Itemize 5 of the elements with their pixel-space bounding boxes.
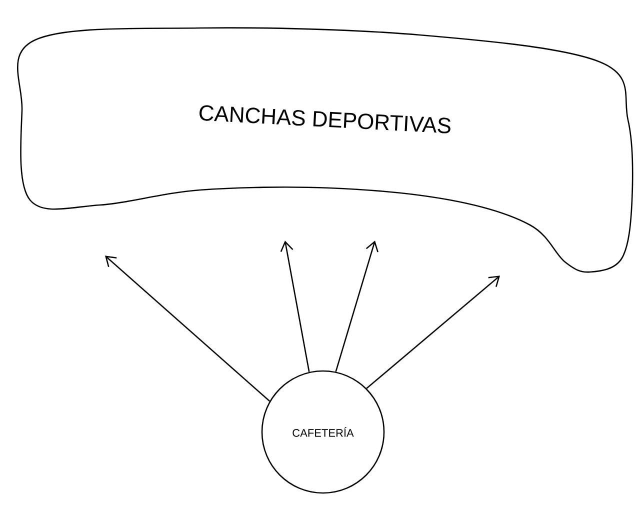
- arrow: [366, 276, 500, 389]
- arrow: [280, 240, 310, 372]
- sports-courts-area: CANCHAS DEPORTIVAS: [17, 27, 634, 273]
- arrow: [105, 256, 270, 402]
- arrow: [335, 240, 378, 372]
